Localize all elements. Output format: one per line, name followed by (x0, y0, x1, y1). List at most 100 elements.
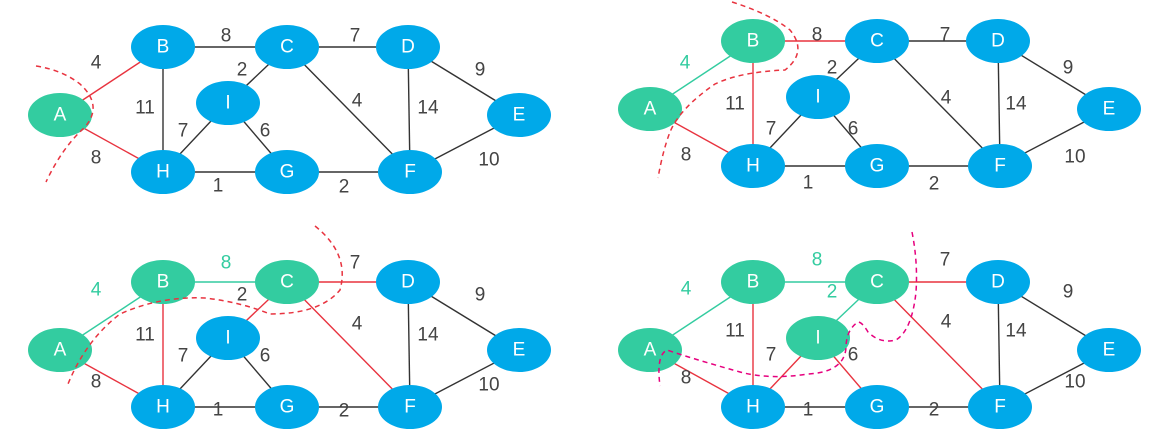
node-c-shape (845, 19, 909, 63)
node-g-shape (255, 150, 319, 194)
node-e-shape (1077, 328, 1141, 372)
cut-line (658, 231, 918, 387)
node-g-label: G (280, 162, 295, 183)
node-a-label: A (644, 340, 657, 361)
edge-weight-fg: 2 (929, 400, 940, 421)
node-d-label: D (401, 37, 415, 58)
node-h-label: H (746, 397, 760, 418)
node-d: D (376, 260, 440, 304)
node-d: D (376, 25, 440, 69)
edge-weight-ah: 8 (681, 145, 692, 166)
node-a: A (618, 87, 682, 131)
node-d-shape (966, 260, 1030, 304)
edge-weight-bc: 8 (221, 253, 232, 274)
edge-weight-fg: 2 (339, 401, 350, 422)
edge-weight-gh: 1 (213, 400, 224, 421)
edge-weight-ah: 8 (91, 148, 102, 169)
node-a-shape (618, 328, 682, 372)
node-f-label: F (994, 397, 1006, 418)
edge-weight-gi: 6 (848, 119, 859, 140)
node-a-shape (618, 87, 682, 131)
edge-weight-cd: 7 (940, 250, 951, 271)
node-f-label: F (404, 397, 416, 418)
node-f-label: F (994, 156, 1006, 177)
node-f: F (378, 150, 442, 194)
cut-line (67, 225, 343, 385)
edge-weight-ef: 10 (478, 150, 499, 171)
node-f: F (968, 385, 1032, 429)
node-c-shape (845, 260, 909, 304)
edge-weight-bc: 8 (221, 26, 232, 47)
node-i-shape (196, 316, 260, 360)
edge-weight-ab: 4 (91, 53, 102, 74)
edge-weight-hi: 7 (178, 346, 189, 367)
edge-cf-candidate (286, 281, 411, 408)
node-i-label: I (815, 87, 820, 108)
node-f: F (968, 144, 1032, 188)
node-b-label: B (747, 31, 760, 52)
node-e-label: E (513, 340, 526, 361)
node-h: H (131, 385, 195, 429)
node-a-shape (28, 328, 92, 372)
edge-weight-ci: 2 (237, 285, 248, 306)
node-f-shape (378, 150, 442, 194)
node-i: I (786, 75, 850, 119)
node-f-shape (968, 385, 1032, 429)
edge-weight-bh: 11 (725, 94, 745, 115)
node-i-label: I (815, 328, 820, 349)
edge-weight-cf: 4 (352, 314, 363, 335)
node-b-shape (131, 260, 195, 304)
edge-weight-ci: 2 (827, 58, 838, 79)
node-b: B (131, 25, 195, 69)
node-h-shape (721, 144, 785, 188)
node-f-shape (378, 385, 442, 429)
node-c: C (255, 260, 319, 304)
node-e: E (1077, 328, 1141, 372)
edge-weight-gh: 1 (803, 173, 814, 194)
node-d-label: D (401, 272, 415, 293)
edge-weight-ab: 4 (680, 53, 691, 74)
cut-line (657, 1, 799, 179)
edge-weight-ci: 2 (827, 282, 838, 303)
edge-weight-cd: 7 (350, 26, 361, 47)
node-c-label: C (280, 37, 294, 58)
node-i-shape (786, 75, 850, 119)
node-c-label: C (870, 31, 884, 52)
node-e-shape (1077, 87, 1141, 131)
edge-weight-cf: 4 (941, 88, 952, 109)
node-b-label: B (157, 37, 170, 58)
node-e-label: E (513, 105, 526, 126)
edge-weight-cf: 4 (352, 91, 363, 112)
node-e: E (487, 93, 551, 137)
edge-weight-ci: 2 (237, 60, 248, 81)
edge-cf-default (876, 40, 1001, 167)
edge-weight-df: 14 (1005, 321, 1027, 342)
node-g: G (845, 144, 909, 188)
edge-weight-fg: 2 (929, 174, 940, 195)
edge-weight-ef: 10 (1064, 147, 1085, 168)
node-e: E (487, 328, 551, 372)
node-h-shape (721, 385, 785, 429)
node-b: B (721, 19, 785, 63)
edge-weight-ah: 8 (681, 368, 692, 389)
edge-weight-hi: 7 (766, 119, 777, 140)
node-d-shape (376, 25, 440, 69)
node-h: H (721, 144, 785, 188)
node-g-label: G (280, 397, 295, 418)
node-h-label: H (156, 162, 170, 183)
node-b-shape (721, 19, 785, 63)
node-d: D (966, 260, 1030, 304)
edge-weight-cd: 7 (350, 253, 361, 274)
node-e-shape (487, 93, 551, 137)
node-i: I (196, 316, 260, 360)
node-e-label: E (1103, 99, 1116, 120)
edge-weight-ab: 4 (681, 279, 692, 300)
node-f: F (378, 385, 442, 429)
node-i: I (786, 316, 850, 360)
node-e: E (1077, 87, 1141, 131)
node-c: C (845, 19, 909, 63)
edge-weight-df: 14 (417, 325, 439, 346)
node-d-shape (376, 260, 440, 304)
